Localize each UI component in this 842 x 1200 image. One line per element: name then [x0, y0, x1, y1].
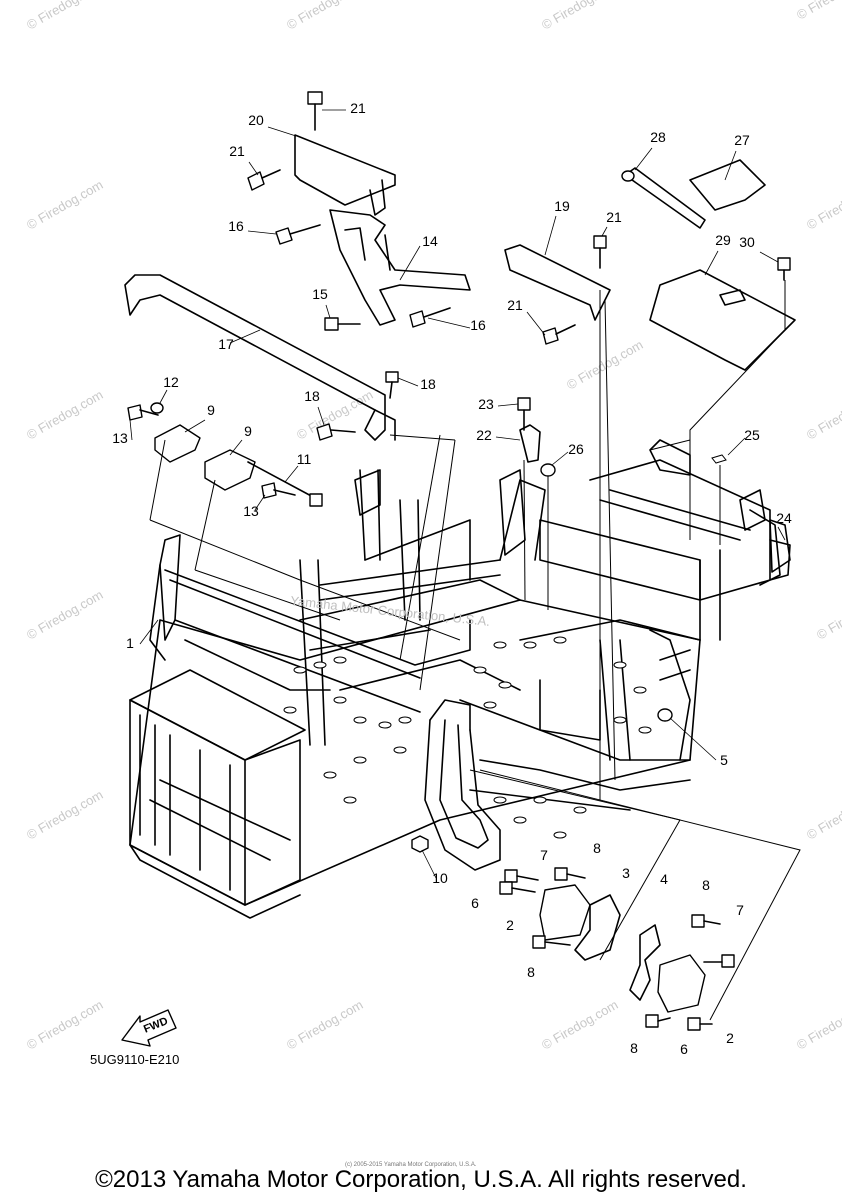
- callout-7: 7: [736, 902, 744, 918]
- copyright-text: ©2013 Yamaha Motor Corporation, U.S.A. A…: [95, 1166, 747, 1193]
- label-27: [689, 159, 766, 211]
- callout-5: 5: [720, 752, 728, 768]
- bracket-4: [629, 924, 661, 1001]
- small-footer-text: (c) 2005-2015 Yamaha Motor Corporation, …: [345, 1162, 477, 1168]
- callout-21: 21: [350, 100, 366, 116]
- watermark-text: © Firedog.com: [804, 387, 842, 443]
- callout-19: 19: [554, 198, 570, 214]
- callout-22: 22: [476, 427, 492, 443]
- callout-1: 1: [126, 635, 134, 651]
- leader-lines: [129, 109, 801, 1021]
- callout-18: 18: [420, 376, 436, 392]
- mount-2-left: [539, 884, 591, 941]
- watermark-text: © Firedog.com: [564, 337, 646, 393]
- mount-2-right: [657, 954, 706, 1013]
- watermark-text: © Firedog.com: [24, 587, 106, 643]
- callout-9: 9: [207, 402, 215, 418]
- callout-10: 10: [432, 870, 448, 886]
- callout-14: 14: [422, 233, 438, 249]
- callout-28: 28: [650, 129, 666, 145]
- callout-8: 8: [593, 840, 601, 856]
- callout-25: 25: [744, 427, 760, 443]
- callout-29: 29: [715, 232, 731, 248]
- callout-30: 30: [739, 234, 755, 250]
- bracket-3: [574, 894, 621, 961]
- callout-8: 8: [702, 877, 710, 893]
- bracket-20: [294, 134, 396, 206]
- watermark-text: © Firedog.com: [284, 997, 366, 1053]
- callout-17: 17: [218, 336, 234, 352]
- callout-24: 24: [776, 510, 792, 526]
- callout-6: 6: [471, 895, 479, 911]
- callout-9: 9: [244, 423, 252, 439]
- callout-12: 12: [163, 374, 179, 390]
- callout-8: 8: [630, 1040, 638, 1056]
- forward-arrow: FWD: [121, 1009, 177, 1047]
- callout-2: 2: [506, 917, 514, 933]
- watermark-text: © Firedog.com: [794, 997, 842, 1053]
- mount-9-right: [204, 449, 256, 491]
- callout-7: 7: [540, 847, 548, 863]
- callout-15: 15: [312, 286, 328, 302]
- callout-4: 4: [660, 871, 668, 887]
- watermark-text: © Firedog.com: [24, 0, 106, 33]
- watermark-text: © Firedog.com: [284, 0, 366, 33]
- bracket-22: [519, 424, 541, 463]
- floor-holes: [283, 636, 652, 839]
- diagram-code: 5UG9110-E210: [90, 1052, 179, 1067]
- callout-16: 16: [470, 317, 486, 333]
- callout-6: 6: [680, 1041, 688, 1057]
- callout-16: 16: [228, 218, 244, 234]
- callout-3: 3: [622, 865, 630, 881]
- watermark-text: © Firedog.com: [814, 587, 842, 643]
- callout-13: 13: [243, 503, 259, 519]
- callout-18: 18: [304, 388, 320, 404]
- callout-8: 8: [527, 964, 535, 980]
- callout-27: 27: [734, 132, 750, 148]
- watermark-text: © Firedog.com: [24, 997, 106, 1053]
- watermark-text: © Firedog.com: [539, 997, 621, 1053]
- watermark-text: © Firedog.com: [804, 787, 842, 843]
- watermark-text: © Firedog.com: [804, 177, 842, 233]
- watermark-text: © Firedog.com: [24, 787, 106, 843]
- callout-11: 11: [297, 451, 312, 467]
- callout-21: 21: [606, 209, 622, 225]
- grommet: [657, 708, 673, 722]
- callout-26: 26: [568, 441, 584, 457]
- nut: [411, 835, 429, 853]
- plate-29: [649, 269, 796, 371]
- callout-21: 21: [229, 143, 245, 159]
- mount-9-left: [154, 424, 201, 463]
- rod-28: [624, 167, 706, 229]
- callout-20: 20: [248, 112, 264, 128]
- callout-13: 13: [112, 430, 128, 446]
- watermark-text: © Firedog.com: [24, 177, 106, 233]
- watermark-text: © Firedog.com: [539, 0, 621, 33]
- watermark-layer: © Firedog.com © Firedog.com © Firedog.com ©…: [24, 0, 842, 1053]
- callout-21: 21: [507, 297, 523, 313]
- callout-2: 2: [726, 1030, 734, 1046]
- callout-23: 23: [478, 396, 494, 412]
- watermark-text: © Firedog.com: [794, 0, 842, 23]
- frame-assembly: [129, 439, 791, 919]
- watermark-text: © Firedog.com: [24, 387, 106, 443]
- stay-17: [124, 274, 386, 441]
- bracket-14: [329, 209, 471, 326]
